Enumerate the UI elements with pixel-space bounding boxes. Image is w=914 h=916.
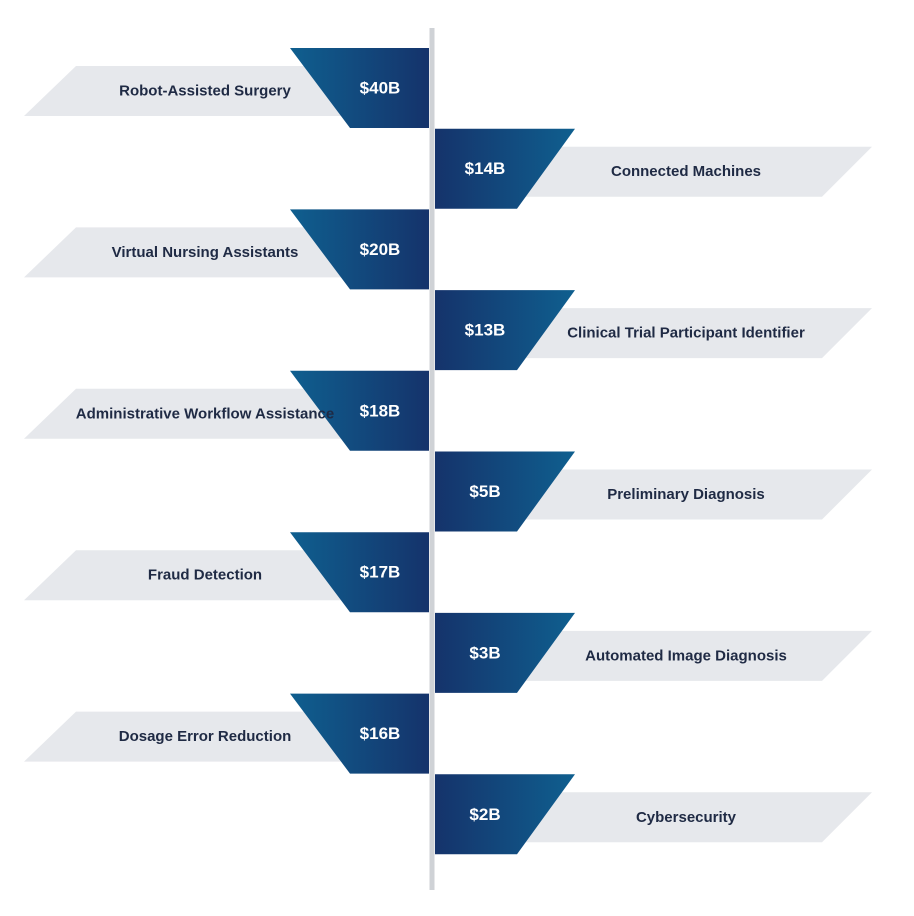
category-banner (505, 308, 872, 359)
value-label: $20B (360, 240, 401, 259)
category-label: Robot-Assisted Surgery (119, 83, 291, 100)
timeline-item: Cybersecurity $2B (435, 774, 872, 855)
timeline-item: Administrative Workflow Assistance $18B (24, 370, 429, 451)
timeline-item: Preliminary Diagnosis $5B (435, 451, 872, 532)
value-label: $17B (360, 563, 401, 582)
category-label: Cybersecurity (636, 809, 737, 826)
value-label: $13B (465, 321, 506, 340)
value-block (435, 290, 575, 371)
category-label: Fraud Detection (148, 567, 262, 584)
category-label: Dosage Error Reduction (119, 728, 292, 745)
value-label: $2B (469, 805, 500, 824)
value-block (435, 774, 575, 855)
timeline-item: Robot-Assisted Surgery $40B (24, 48, 429, 128)
value-label: $14B (465, 159, 506, 178)
value-block (290, 532, 429, 613)
category-label: Clinical Trial Participant Identifier (567, 325, 805, 342)
value-block (435, 451, 575, 532)
timeline-item: Dosage Error Reduction $16B (24, 693, 429, 774)
category-label: Preliminary Diagnosis (607, 486, 765, 503)
value-label: $5B (469, 482, 500, 501)
timeline-item: Connected Machines $14B (435, 128, 872, 209)
timeline-item: Clinical Trial Participant Identifier $13… (435, 290, 872, 371)
value-label: $40B (360, 79, 401, 98)
value-label: $16B (360, 724, 401, 743)
timeline-item: Fraud Detection $17B (24, 532, 429, 613)
timeline-item: Automated Image Diagnosis $3B (435, 612, 872, 693)
value-block (290, 693, 429, 774)
value-block (290, 370, 429, 451)
category-banner (505, 792, 872, 843)
category-label: Connected Machines (611, 163, 761, 180)
category-banner (505, 630, 872, 681)
value-label: $3B (469, 643, 500, 662)
category-label: Administrative Workflow Assistance (76, 405, 334, 422)
category-label: Virtual Nursing Assistants (112, 244, 299, 261)
value-block (290, 48, 429, 128)
category-banner (24, 388, 360, 439)
category-banner (24, 66, 360, 116)
category-banner (505, 146, 872, 197)
value-block (290, 209, 429, 290)
category-label: Automated Image Diagnosis (585, 647, 787, 664)
center-axis (429, 28, 435, 890)
category-banner (24, 227, 360, 278)
value-block (435, 612, 575, 693)
value-label: $18B (360, 401, 401, 420)
category-banner (505, 469, 872, 520)
timeline-item: Virtual Nursing Assistants $20B (24, 209, 429, 290)
value-block (435, 128, 575, 209)
category-banner (24, 550, 360, 601)
category-banner (24, 711, 360, 762)
